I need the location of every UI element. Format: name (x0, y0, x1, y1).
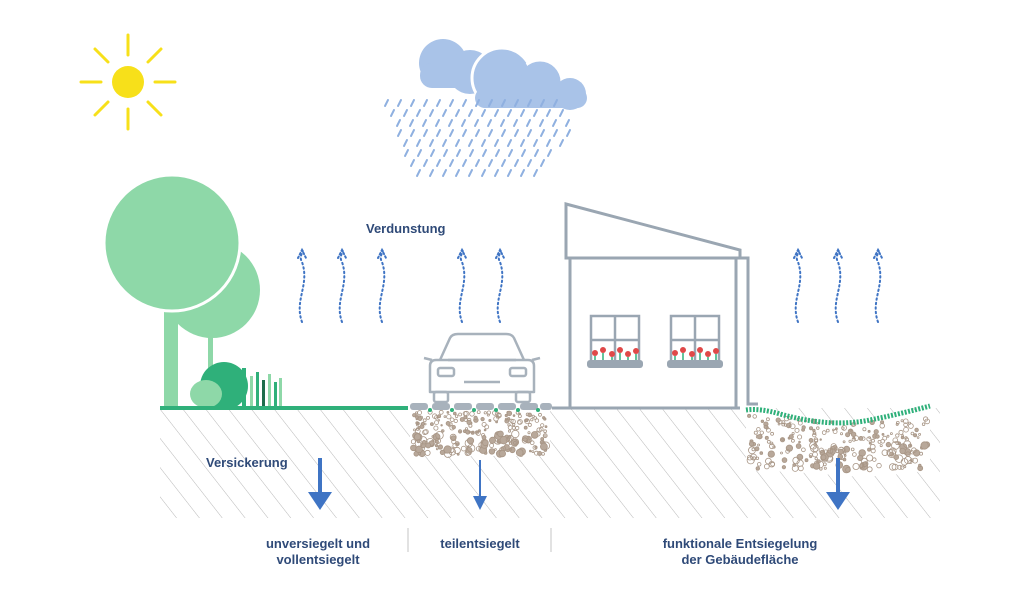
lawn-surface (160, 406, 408, 410)
infiltration-arrow-icon (308, 458, 850, 510)
category-unsealed-line2: vollentsiegelt (276, 552, 360, 567)
car-icon (423, 332, 541, 404)
category-building-line2: der Gebäudefläche (681, 552, 799, 567)
infiltration-swale (745, 403, 931, 477)
rain-cloud-icon (384, 39, 587, 177)
category-building-line1: funktionale Entsiegelung (662, 536, 818, 551)
tree-icon (102, 173, 260, 408)
evaporation-arrows (297, 247, 883, 323)
category-partially-sealed-label: teilentsiegelt (440, 536, 520, 551)
category-unsealed-line1: unversiegelt und (265, 536, 371, 551)
category-building-unsealing-label: funktionale Entsiegelung der Gebäudefläc… (650, 536, 830, 568)
category-unsealed-label: unversiegelt und vollentsiegelt (258, 536, 378, 568)
infiltration-label: Versickerung (206, 455, 288, 470)
permeable-paving (410, 403, 552, 458)
shrub-icon (190, 362, 282, 410)
house-icon (552, 202, 758, 410)
category-separators (407, 528, 552, 552)
rain-drops (384, 99, 571, 177)
sun-icon (79, 33, 177, 131)
flower-boxes (587, 347, 723, 368)
evaporation-label: Verdunstung (366, 221, 446, 236)
